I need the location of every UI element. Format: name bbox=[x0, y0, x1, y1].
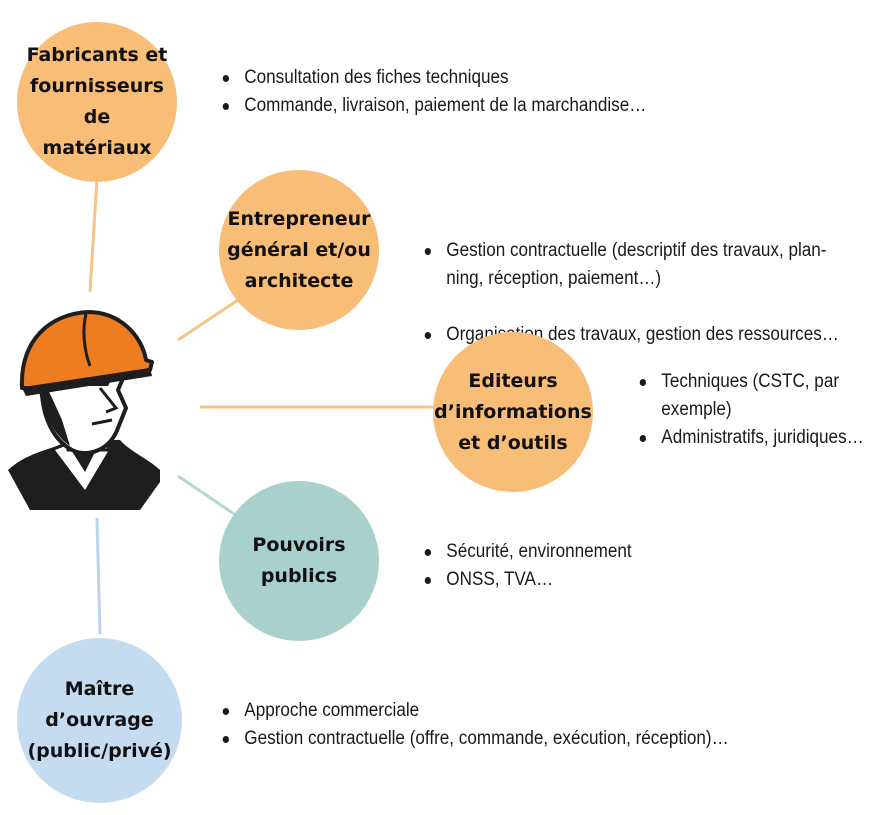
node-maitre-label: Maître d’ouvrage (public/privé) bbox=[27, 678, 172, 762]
bullet-item: Consultation des fiches techniques bbox=[220, 64, 646, 92]
bullet-item: Commande, livraison, paiement de la marc… bbox=[220, 92, 646, 120]
node-editeurs: Editeurs d’informations et d’outils bbox=[433, 332, 593, 492]
bullet-item: Approche commerciale bbox=[220, 697, 729, 725]
bullet-item: Gestion contractuelle (offre, commande, … bbox=[220, 725, 729, 753]
construction-worker-icon bbox=[8, 310, 160, 510]
worker-collar bbox=[55, 442, 110, 490]
connector-pouvoirs bbox=[177, 474, 241, 520]
connector-entrepreneur bbox=[177, 298, 239, 342]
node-fabricants: Fabricants et fournisseurs de matériaux bbox=[17, 22, 177, 182]
worker-helmet-ridge bbox=[82, 313, 92, 367]
node-fabricants-label: Fabricants et fournisseurs de matériaux bbox=[26, 44, 168, 159]
bullets-pouvoirs: Sécurité, environnement ONSS, TVA… bbox=[422, 538, 632, 594]
worker-mouth bbox=[91, 418, 113, 426]
bullet-item: Gestion contractuelle (descriptif des tr… bbox=[422, 237, 839, 293]
bullets-editeurs: Techniques (CSTC, par exemple) Administr… bbox=[637, 368, 864, 452]
bullets-fabricants: Consultation des fiches techniques Comma… bbox=[220, 64, 646, 120]
node-entrepreneur: Entrepreneur général et/ou architecte bbox=[219, 170, 379, 330]
worker-face-shading bbox=[42, 378, 70, 446]
bullet-item: ONSS, TVA… bbox=[422, 566, 632, 594]
node-editeurs-label: Editeurs d’informations et d’outils bbox=[434, 369, 592, 454]
worker-helmet-brim bbox=[22, 368, 152, 396]
bullet-item: Sécurité, environnement bbox=[422, 538, 632, 566]
bullets-maitre: Approche commerciale Gestion contractuel… bbox=[220, 697, 729, 753]
bullet-item: Administratifs, juridiques… bbox=[637, 424, 864, 452]
node-pouvoirs-label: Pouvoirs publics bbox=[252, 534, 346, 587]
connector-fabricants bbox=[88, 177, 99, 293]
worker-nose bbox=[98, 387, 119, 414]
node-entrepreneur-label: Entrepreneur général et/ou architecte bbox=[227, 207, 371, 292]
node-maitre: Maître d’ouvrage (public/privé) bbox=[17, 638, 182, 803]
bullet-item: Techniques (CSTC, par exemple) bbox=[637, 368, 864, 424]
node-pouvoirs: Pouvoirs publics bbox=[219, 481, 379, 641]
connector-maitre bbox=[95, 517, 102, 635]
